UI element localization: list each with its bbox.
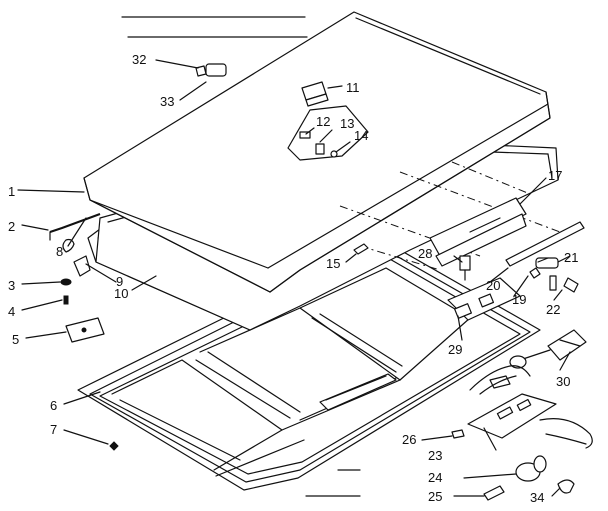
trim-strip: [429, 197, 527, 267]
screw-part-26: [451, 429, 465, 439]
callout-7: 7: [50, 422, 57, 437]
washer-part-8: [62, 238, 75, 253]
callout-34: 34: [530, 490, 544, 505]
bracket-part-9: [73, 255, 91, 277]
callout-20: 20: [486, 278, 500, 293]
terminal-part-22: [549, 275, 579, 293]
callout-26: 26: [402, 432, 416, 447]
callout-12: 12: [316, 114, 330, 129]
lamp-socket-part-24: [515, 455, 547, 482]
callout-25: 25: [428, 489, 442, 504]
wiring-harness: [469, 365, 593, 449]
callout-14: 14: [354, 128, 368, 143]
callout-23: 23: [428, 448, 442, 463]
clip-part-19: [529, 267, 541, 279]
screw-part-4: [63, 295, 69, 305]
nut-part-3: [60, 278, 72, 286]
callout-5: 5: [12, 332, 19, 347]
callout-11: 11: [346, 80, 360, 95]
callout-4: 4: [8, 304, 15, 319]
pivot-rod: [49, 213, 101, 233]
callout-9: 9: [116, 274, 123, 289]
bulb-part-25: [483, 485, 505, 501]
leader-lines: [17, 59, 571, 497]
callout-1: 1: [8, 184, 15, 199]
callout-8: 8: [56, 244, 63, 259]
bracket-part-11: [301, 81, 329, 107]
callout-24: 24: [428, 470, 442, 485]
callout-19: 19: [512, 292, 526, 307]
hinge-part-32-33: [195, 63, 227, 77]
callout-32: 32: [132, 52, 146, 67]
callout-6: 6: [50, 398, 57, 413]
callout-2: 2: [8, 219, 15, 234]
cover-part-23: [467, 393, 557, 439]
callout-10: 10: [114, 286, 128, 301]
callout-22: 22: [546, 302, 560, 317]
callout-33: 33: [160, 94, 174, 109]
callout-3: 3: [8, 278, 15, 293]
clip-part-15: [353, 243, 369, 255]
callout-13: 13: [340, 116, 354, 131]
hinge-group: [287, 105, 369, 161]
callout-15: 15: [326, 256, 340, 271]
screw-part-7: [109, 441, 119, 451]
callout-labels: 1 2 3 4 5 6 7 8 9 10 11 12 13 14 15 17 1…: [8, 52, 578, 505]
callout-21: 21: [564, 250, 578, 265]
callout-30: 30: [556, 374, 570, 389]
clip-part-28: [459, 255, 471, 281]
callout-28: 28: [418, 246, 432, 261]
callout-17: 17: [548, 168, 562, 183]
callout-29: 29: [448, 342, 462, 357]
guide-rod: [505, 221, 585, 267]
clip-part-34: [557, 479, 575, 494]
switch-part-30: [509, 329, 587, 369]
